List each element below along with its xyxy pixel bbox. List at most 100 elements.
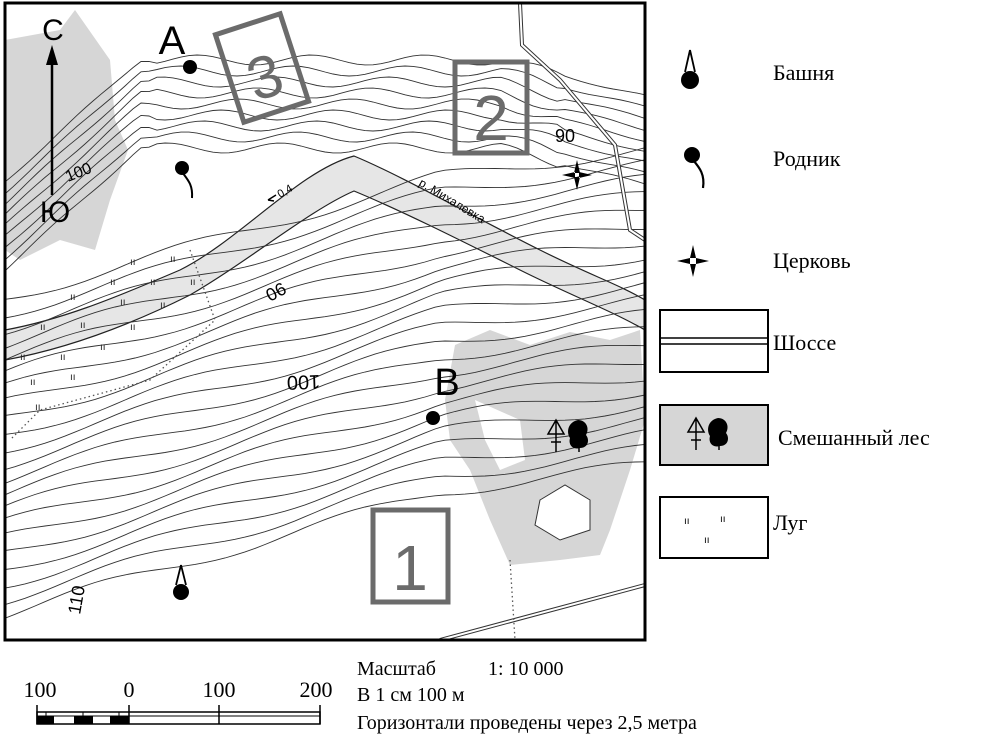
contour-line [5, 209, 645, 361]
svg-text:ıı: ıı [704, 535, 710, 546]
contour-line [5, 271, 645, 416]
scale-per-cm: В 1 см 100 м [357, 684, 465, 706]
meadow-mark: ıı [150, 277, 156, 288]
contour-line [5, 380, 645, 519]
compass-south-label: Ю [40, 196, 70, 229]
legend-spring-icon [684, 147, 705, 189]
point-a-marker [183, 60, 197, 74]
legend-forest-swatch [659, 404, 769, 466]
scale-tick-100-left: 100 [24, 677, 57, 702]
river-flow-arrow-icon [267, 194, 277, 202]
compass-north-label: С [42, 14, 64, 47]
meadow-mark: ıı [120, 297, 126, 308]
contour-line [5, 406, 645, 551]
contour-line [5, 76, 645, 205]
compass: С Ю [40, 14, 70, 229]
contour-line [5, 282, 645, 435]
spring-icon [175, 161, 194, 199]
contour-line [5, 109, 645, 236]
contour-line [5, 173, 645, 336]
legend-meadow-label: Луг [773, 510, 807, 535]
area-2-label: 2 [473, 82, 509, 154]
contour-line [5, 245, 645, 384]
legend-meadow-swatch: ıı ıı ıı [659, 496, 769, 559]
contour-line [5, 54, 645, 183]
legend-tower-label: Башня [773, 60, 834, 85]
contour-line [5, 443, 645, 606]
contour-line [5, 429, 645, 589]
contour-line [5, 461, 645, 619]
legend-highway-swatch [659, 309, 769, 373]
area-box-1: 1 [370, 507, 451, 605]
meadow-mark: ıı [70, 292, 76, 303]
area-box-2: 2 [452, 59, 530, 156]
legend-forest-label: Смешанный лес [778, 425, 930, 450]
contour-label-100-south: 100 [286, 370, 320, 393]
legend: Башня Родник Церковь Шоссе Смешанный лес [659, 49, 930, 559]
forest-clearing-2 [475, 400, 525, 470]
scale-bar: 100 0 100 200 [24, 677, 333, 725]
scale-tick-0: 0 [124, 677, 135, 702]
contour-line [5, 394, 645, 534]
mixed-forest-icon [546, 418, 588, 452]
contour-label-110: 110 [64, 584, 89, 616]
contour-line [5, 120, 645, 248]
river-mikhalevka [5, 155, 645, 361]
legend-highway-label: Шоссе [773, 330, 836, 355]
contour-line [5, 326, 645, 484]
area-3-label: 3 [239, 40, 291, 114]
meadow-mark: ıı [35, 402, 41, 413]
contour-lines [5, 54, 645, 619]
contour-line [5, 65, 645, 195]
contour-line [5, 131, 645, 261]
scale-label: Масштаб [357, 658, 436, 680]
meadow-mark: ıı [190, 277, 196, 288]
scale-ratio: 1: 10 000 [488, 658, 564, 680]
contour-line [5, 259, 645, 399]
meadow-mark: ıı [130, 322, 136, 333]
meadow-mark: ıı [60, 352, 66, 363]
contour-line [5, 191, 645, 349]
contour-line [5, 308, 645, 471]
meadow-mark: ıı [160, 300, 166, 311]
forest-clearing [534, 484, 591, 541]
area-box-3: 3 [212, 10, 312, 126]
contour-line [5, 363, 645, 507]
meadow-mark: ıı [80, 320, 86, 331]
area-1-label: 1 [392, 532, 428, 604]
meadow-mark: ıı [100, 342, 106, 353]
point-b-label: В [434, 362, 459, 404]
contour-label-90-inverted: 06 [262, 278, 289, 305]
contour-label-90: 90 [555, 126, 575, 146]
contour-line [5, 98, 645, 225]
meadow-boundary [9, 249, 216, 441]
contour-interval-note: Горизонтали проведены через 2,5 метра [357, 712, 697, 734]
contour-line [5, 228, 645, 372]
point-b-marker [426, 411, 440, 425]
legend-church-icon [677, 245, 709, 277]
svg-text:ıı: ıı [720, 514, 726, 525]
svg-text:ıı: ıı [684, 516, 690, 527]
forest-area-southeast [445, 330, 645, 565]
contour-line [5, 142, 645, 272]
tower-icon [173, 564, 189, 600]
meadow-mark: ıı [20, 352, 26, 363]
contour-line [5, 344, 645, 496]
meadow-mark: ıı [70, 372, 76, 383]
meadow-mark: ıı [110, 277, 116, 288]
boundary-line [509, 559, 516, 640]
map-frame [3, 1, 647, 642]
meadow-mark: ıı [130, 257, 136, 268]
meadow-mark: ıı [40, 322, 46, 333]
meadow-mark: ıı [170, 254, 176, 265]
legend-tower-icon [681, 49, 699, 89]
scale-tick-200: 200 [300, 677, 333, 702]
legend-church-label: Церковь [773, 248, 851, 273]
meadow-mark: ıı [30, 377, 36, 388]
scale-tick-100: 100 [203, 677, 236, 702]
contour-line [5, 87, 645, 215]
contour-line [5, 294, 645, 454]
